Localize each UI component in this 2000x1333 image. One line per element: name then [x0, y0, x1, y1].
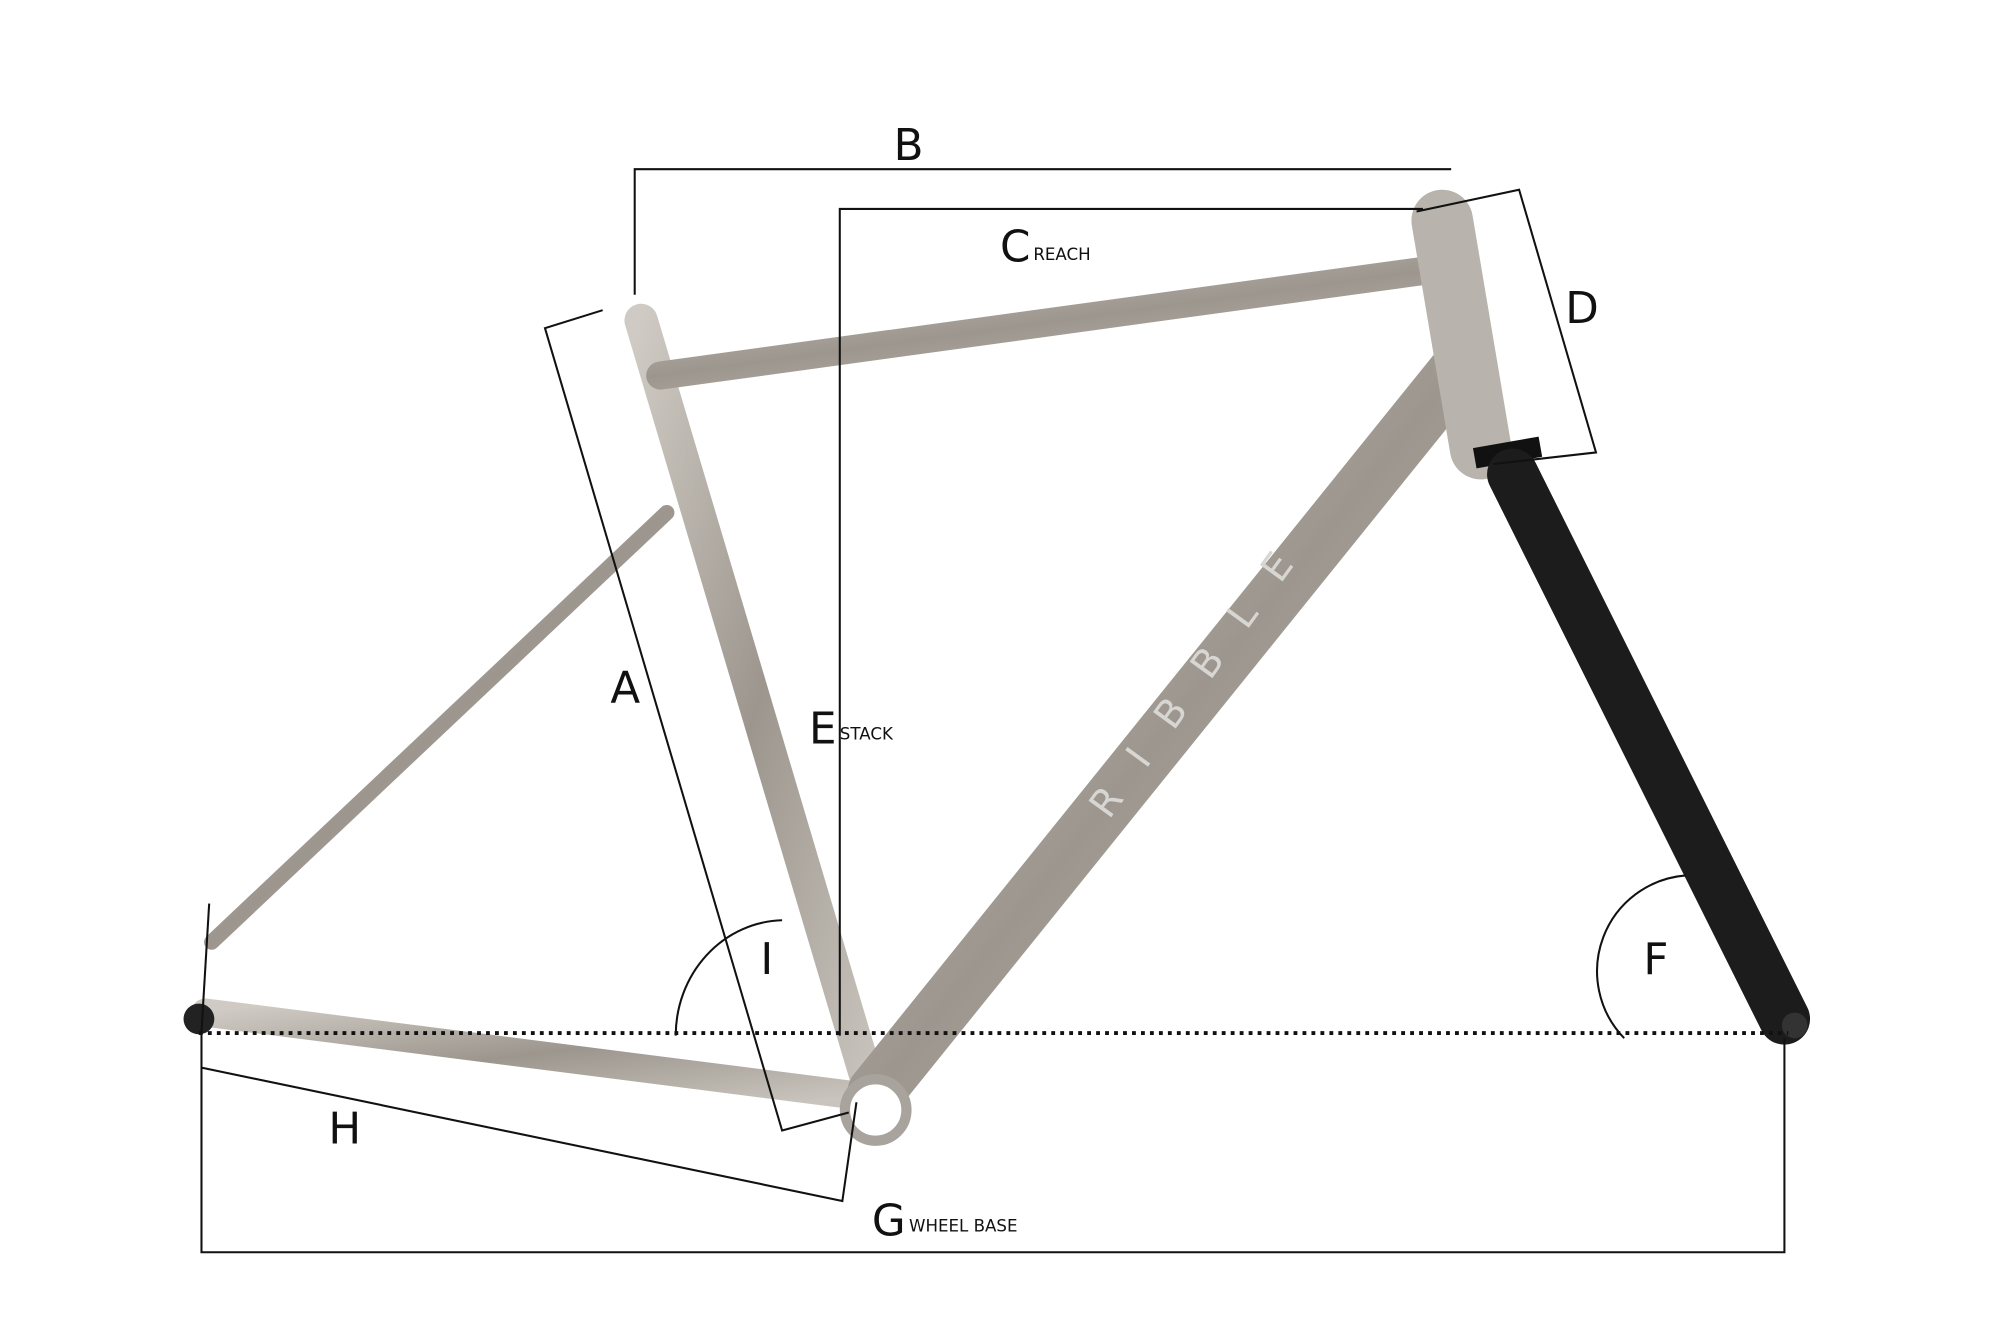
label-e: E	[809, 704, 837, 754]
label-g: G	[872, 1197, 906, 1247]
label-i: I	[760, 935, 773, 985]
dim-c-line	[838, 207, 1423, 1036]
rear-axle-vertical	[200, 903, 211, 1032]
dim-g-line	[200, 1031, 1786, 1254]
dim-b-line	[633, 168, 1452, 295]
label-d: D	[1565, 284, 1599, 334]
top-tube	[646, 255, 1450, 390]
fork	[1487, 448, 1811, 1045]
head-tube	[1411, 189, 1512, 480]
dim-a-line	[543, 309, 850, 1132]
label-f: F	[1643, 935, 1668, 985]
seatstay	[204, 505, 675, 950]
label-c-reach: REACH	[1033, 245, 1090, 264]
dim-f-arc	[1596, 874, 1686, 1039]
label-e-stack: STACK	[840, 725, 894, 744]
front-dropout	[1781, 1012, 1808, 1039]
label-g-wheelbase: WHEEL BASE	[909, 1217, 1018, 1236]
bottom-bracket	[839, 1074, 912, 1146]
down-tube	[847, 337, 1490, 1121]
label-h: H	[328, 1104, 361, 1154]
dimension-lines	[198, 168, 1789, 1254]
rear-dropout	[183, 1003, 215, 1035]
dim-h-line	[201, 1066, 858, 1203]
chainstay	[191, 998, 874, 1110]
label-c: C	[1000, 222, 1030, 272]
dim-i-arc	[674, 919, 783, 1036]
seat-tube	[624, 303, 889, 1113]
dim-d-line	[1416, 188, 1598, 466]
label-b: B	[894, 121, 924, 171]
ribble-logo: RIBBLE	[1081, 515, 1324, 826]
bike-frame: RIBBLE	[183, 189, 1811, 1146]
label-a: A	[610, 663, 640, 713]
